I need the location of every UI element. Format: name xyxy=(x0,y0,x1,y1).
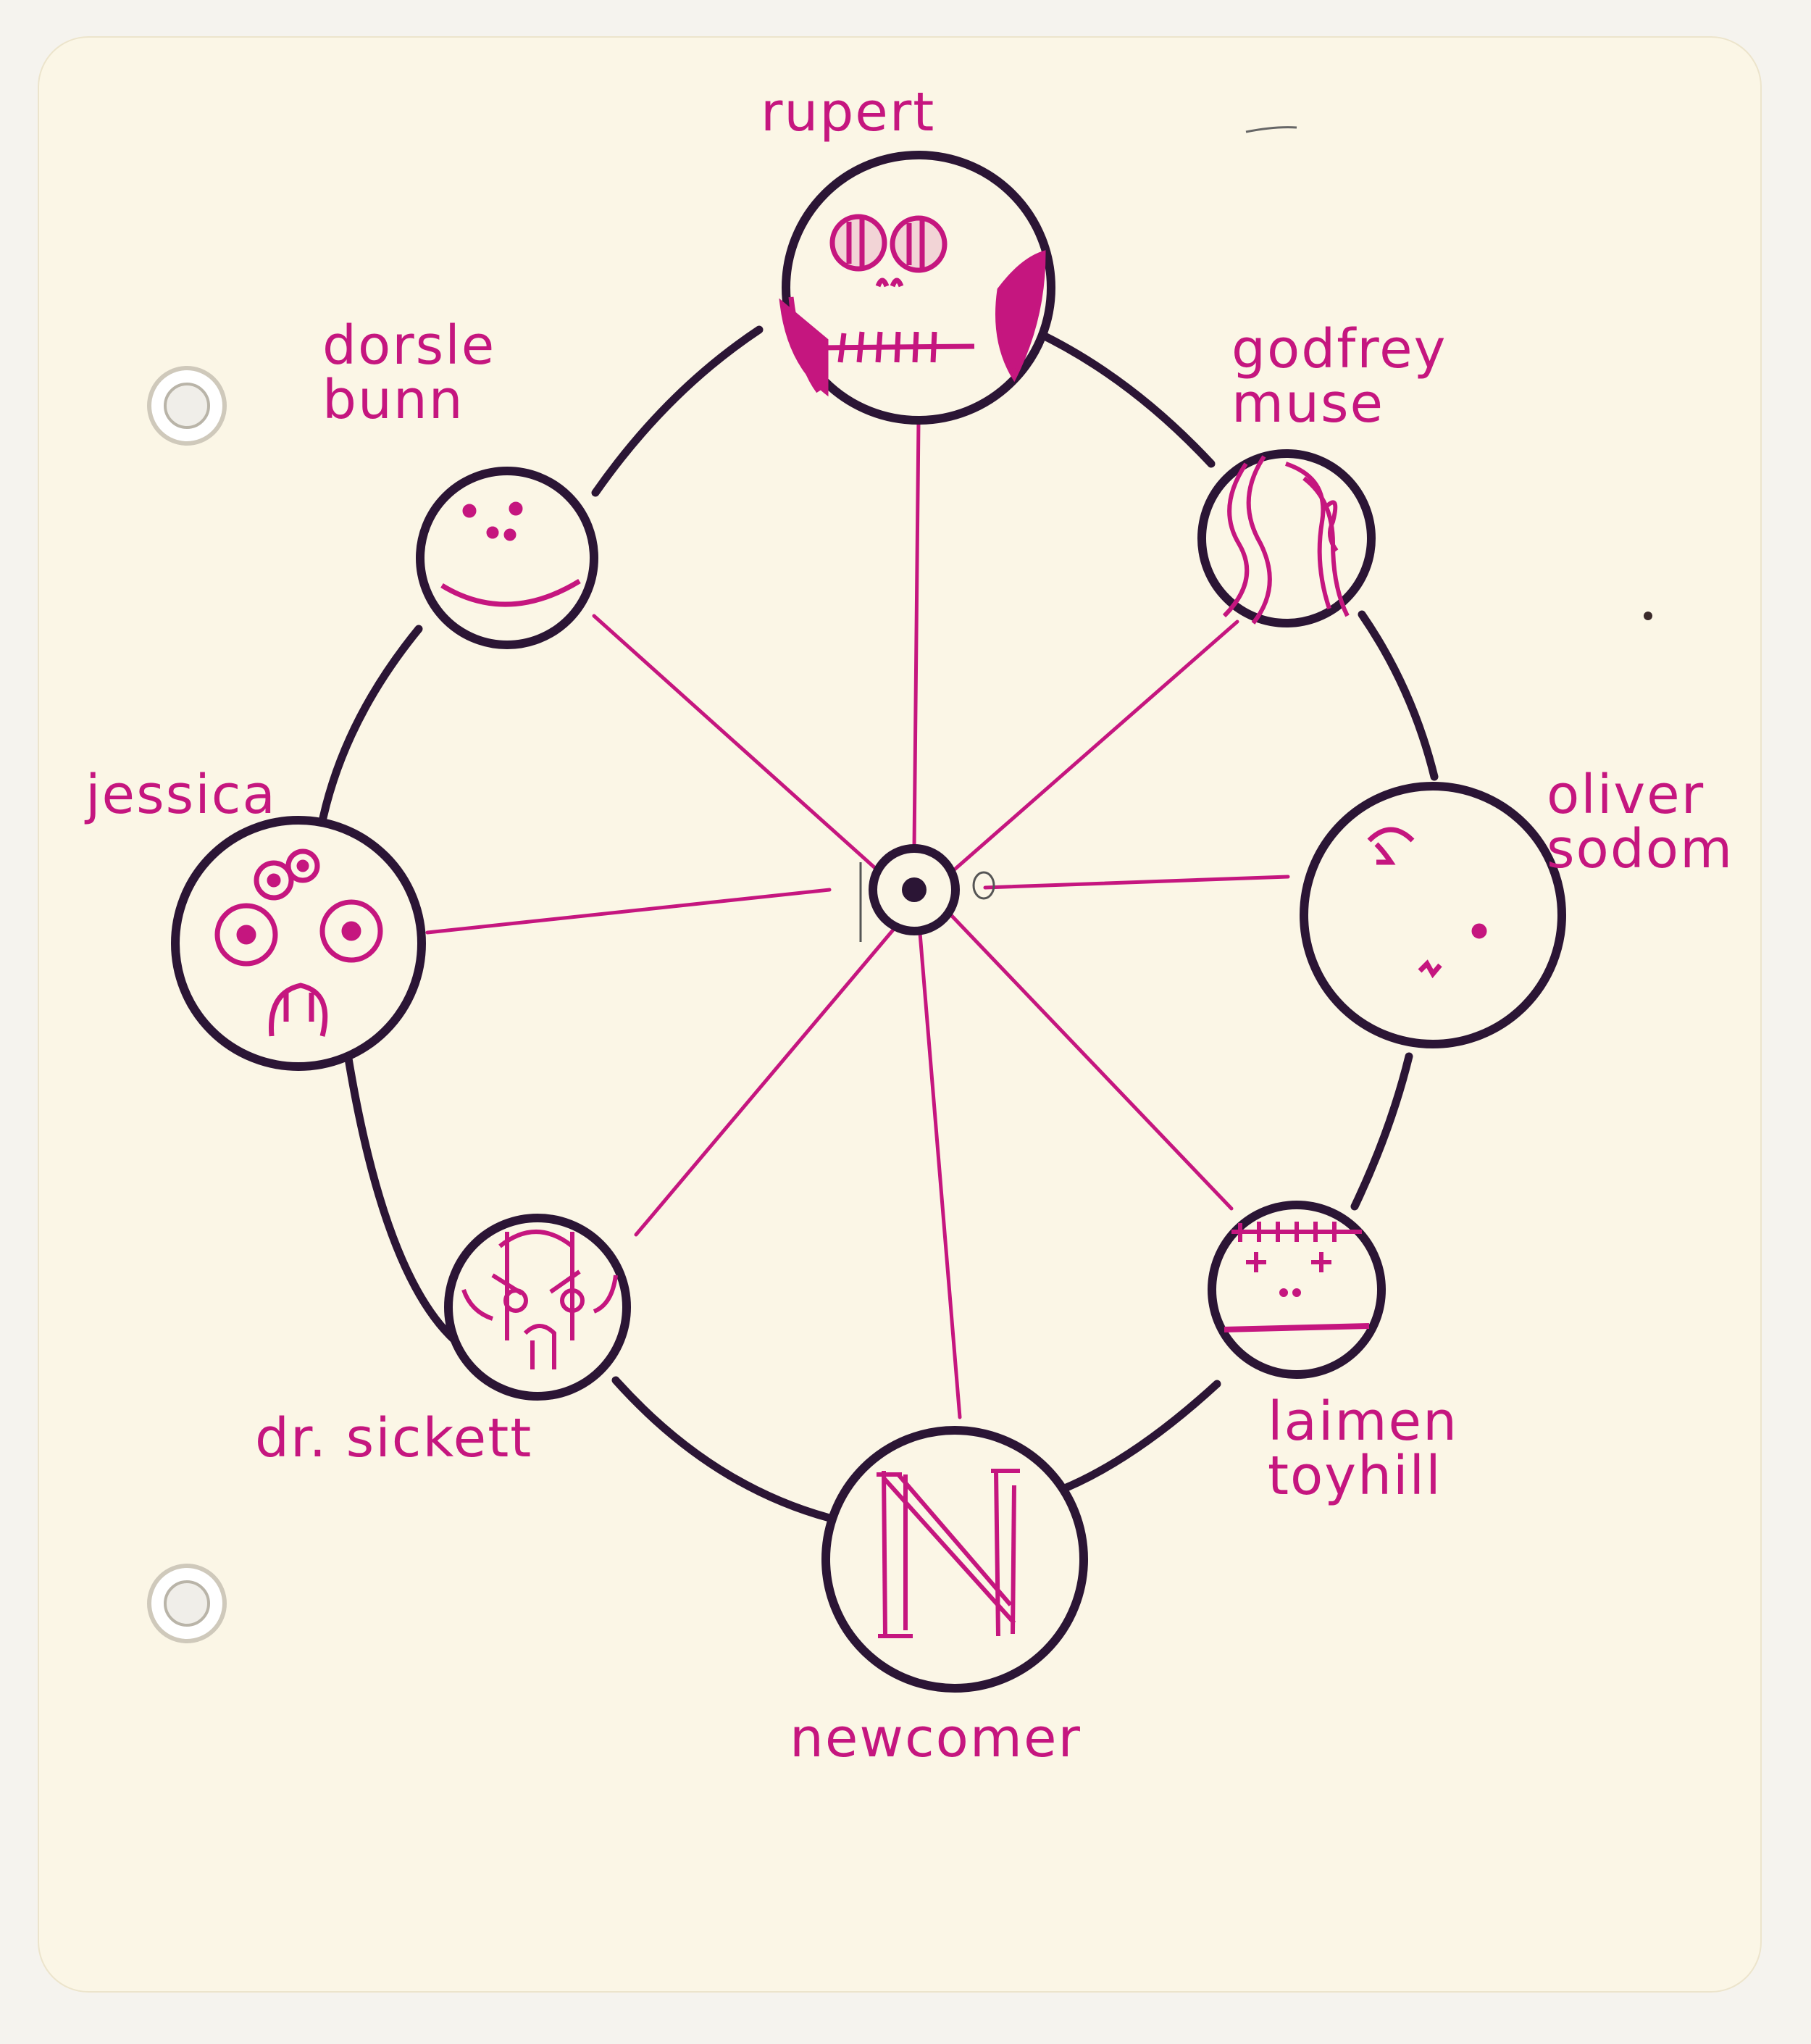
node-newcomer xyxy=(821,1426,1088,1693)
spoke-rupert xyxy=(912,420,921,850)
wavy-lines-icon xyxy=(1222,455,1350,625)
label-rupert: rupert xyxy=(761,81,936,143)
binder-hole-top xyxy=(147,366,227,446)
node-laimen-toyhill xyxy=(1208,1201,1386,1379)
label-newcomer: newcomer xyxy=(790,1707,1082,1769)
label-godfrey-muse: godfrey muse xyxy=(1231,318,1447,435)
spoke-godfrey-muse xyxy=(948,620,1239,875)
label-dr-sickett: dr. sickett xyxy=(255,1407,533,1469)
spoke-jessica xyxy=(425,888,832,935)
spoke-oliver-sodom xyxy=(983,875,1290,890)
node-dr-sickett xyxy=(444,1214,631,1401)
spoke-dorsle-bunn xyxy=(592,614,877,870)
label-laimen-toyhill: laimen toyhill xyxy=(1268,1390,1458,1508)
sparse-face-icon xyxy=(1367,827,1487,979)
letter-n-icon xyxy=(877,1469,1020,1638)
outer-ring xyxy=(316,325,1439,1522)
spoke-newcomer xyxy=(918,931,962,1419)
skull-icon xyxy=(779,214,1046,397)
angry-face-icon xyxy=(461,1230,618,1369)
spoke-dr-sickett xyxy=(634,922,900,1237)
stitched-face-icon xyxy=(1224,1222,1370,1332)
many-eyed-face-icon xyxy=(214,848,383,1037)
node-jessica xyxy=(171,816,426,1071)
node-godfrey-muse xyxy=(1197,449,1376,627)
label-jessica: jessica xyxy=(85,764,277,826)
hub-eye-icon xyxy=(859,844,995,942)
spoke-laimen-toyhill xyxy=(948,912,1234,1211)
label-oliver-sodom: oliver sodom xyxy=(1547,764,1734,881)
node-oliver-sodom xyxy=(1300,782,1566,1048)
binder-hole-bottom xyxy=(147,1564,227,1643)
label-dorsle-bunn: dorsle bunn xyxy=(322,314,496,432)
spokes xyxy=(425,420,1290,1419)
node-dorsle-bunn xyxy=(416,467,598,649)
node-rupert xyxy=(779,151,1055,425)
pencil-mark xyxy=(1245,126,1297,133)
smiley-face-icon xyxy=(440,501,581,607)
ink-dot xyxy=(1644,612,1652,620)
